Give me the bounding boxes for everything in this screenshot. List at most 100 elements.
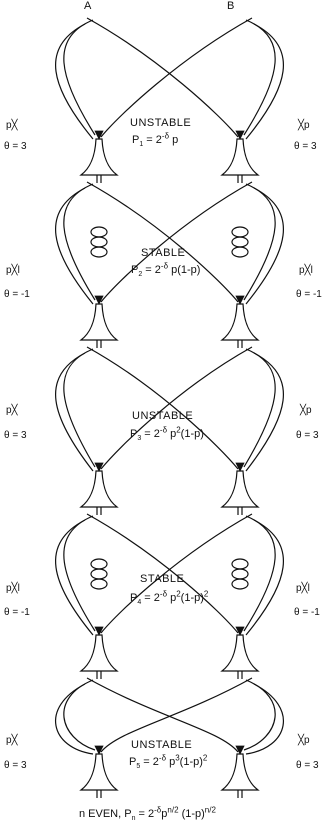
probability-equation-2: P2 = 2-δ p(1-p): [131, 261, 201, 279]
left-outer-loop-inner-2: [55, 187, 94, 305]
left-stem-neck-3: [96, 507, 102, 515]
crossing-strand-b-3: [100, 346, 253, 470]
right-stem-flare-1: [220, 138, 260, 176]
right-glyph-2: p╳l: [299, 265, 313, 276]
left-arrowhead-2: [94, 295, 104, 305]
crossing-strand-b-1: [100, 17, 253, 138]
right-outer-loop-inner-2: [245, 187, 284, 305]
left-ring-bead-4-1: [90, 558, 108, 570]
right-ring-bead-2-3: [231, 246, 249, 258]
right-arrowhead-1: [235, 130, 245, 140]
right-outer-loop-2: [243, 183, 276, 301]
right-arrowhead-2: [235, 295, 245, 305]
crossing-strand-a-4: [86, 513, 239, 634]
right-glyph-5: ╳p: [298, 735, 310, 746]
left-stem-neck-1: [96, 175, 102, 183]
right-arrowhead-3: [235, 462, 245, 472]
left-ring-bead-2-1: [90, 226, 108, 238]
right-outer-loop-1: [243, 19, 276, 136]
left-arrowhead-5: [94, 745, 104, 755]
right-stem-flare-3: [220, 470, 260, 508]
strand-a-label: A: [84, 0, 92, 12]
right-stem-flare-5: [220, 753, 260, 791]
probability-equation-4: P4 = 2-δ p2(1-p)2: [130, 589, 209, 607]
right-ring-bead-2-1: [231, 226, 249, 238]
left-outer-loop-inner-5: [55, 683, 94, 755]
probability-equation-1: P1 = 2-δ p: [132, 131, 179, 149]
right-outer-loop-4: [243, 515, 276, 632]
right-stem-neck-1: [237, 175, 243, 183]
left-outer-loop-inner-4: [55, 519, 94, 636]
left-glyph-4: p╳l: [6, 583, 20, 594]
crossing-strand-b-5: [100, 677, 253, 753]
right-ring-bead-4-1: [231, 558, 249, 570]
right-ring-bead-2-2: [231, 236, 249, 248]
left-outer-loop-inner-1: [55, 23, 94, 140]
left-glyph-3: p╳: [6, 405, 18, 416]
left-stem-neck-5: [96, 790, 102, 798]
right-outer-loop-5: [243, 679, 276, 751]
crossing-strand-a-3: [86, 346, 239, 470]
left-ring-bead-4-2: [90, 568, 108, 580]
left-arrowhead-1: [94, 130, 104, 140]
right-arrowhead-4: [235, 626, 245, 636]
right-ring-bead-4-3: [231, 578, 249, 590]
left-theta-2: θ = -1: [4, 289, 30, 300]
crossing-strand-a-5: [86, 677, 239, 753]
right-stem-flare-4: [220, 634, 260, 672]
right-stem-neck-2: [237, 340, 243, 348]
left-outer-loop-4: [63, 515, 96, 632]
left-stem-flare-4: [79, 634, 119, 672]
left-arrowhead-3: [94, 462, 104, 472]
stability-label-5: UNSTABLE: [131, 739, 193, 751]
right-outer-loop-inner-4: [245, 519, 284, 636]
left-stem-flare-1: [79, 138, 119, 176]
stability-label-2: STABLE: [141, 247, 186, 259]
right-stem-neck-4: [237, 671, 243, 679]
left-stem-flare-5: [79, 753, 119, 791]
left-outer-loop-3: [63, 348, 96, 468]
left-theta-5: θ = 3: [4, 760, 27, 771]
left-stem-flare-2: [79, 303, 119, 341]
left-theta-1: θ = 3: [4, 141, 27, 152]
right-outer-loop-inner-3: [245, 352, 284, 472]
right-theta-3: θ = 3: [296, 430, 319, 441]
probability-equation-3: P3 = 2-δ p2(1-p): [130, 425, 204, 443]
left-glyph-5: p╳: [6, 735, 18, 746]
right-theta-1: θ = 3: [294, 141, 317, 152]
right-theta-4: θ = -1: [294, 607, 320, 618]
right-stem-flare-2: [220, 303, 260, 341]
crossing-strand-b-2: [100, 181, 253, 303]
right-outer-loop-inner-1: [245, 23, 284, 140]
left-ring-bead-2-2: [90, 236, 108, 248]
left-glyph-2: p╳l: [6, 265, 20, 276]
probability-equation-5: P5 = 2-δ p3(1-p)2: [129, 753, 208, 771]
right-theta-2: θ = -1: [296, 289, 322, 300]
stability-label-1: UNSTABLE: [130, 117, 192, 129]
left-stem-flare-3: [79, 470, 119, 508]
right-ring-bead-4-2: [231, 568, 249, 580]
left-stem-neck-4: [96, 671, 102, 679]
right-outer-loop-3: [243, 348, 276, 468]
left-outer-loop-5: [63, 679, 96, 751]
left-outer-loop-inner-3: [55, 352, 94, 472]
right-glyph-1: ╳p: [298, 120, 310, 131]
stability-label-3: UNSTABLE: [132, 410, 194, 422]
left-ring-bead-2-3: [90, 246, 108, 258]
left-outer-loop-2: [63, 183, 96, 301]
right-theta-5: θ = 3: [296, 760, 319, 771]
left-outer-loop-1: [63, 19, 96, 136]
left-theta-3: θ = 3: [4, 430, 27, 441]
left-theta-4: θ = -1: [4, 607, 30, 618]
left-glyph-1: p╳: [6, 120, 18, 131]
right-arrowhead-5: [235, 745, 245, 755]
stability-label-4: STABLE: [140, 573, 185, 585]
left-arrowhead-4: [94, 626, 104, 636]
right-stem-neck-3: [237, 507, 243, 515]
right-stem-neck-5: [237, 790, 243, 798]
crossing-strand-a-1: [86, 17, 239, 138]
left-ring-bead-4-3: [90, 578, 108, 590]
general-formula: n EVEN, Pn = 2-δpn/2 (1-p)n/2: [79, 805, 216, 823]
strand-b-label: B: [227, 0, 235, 12]
